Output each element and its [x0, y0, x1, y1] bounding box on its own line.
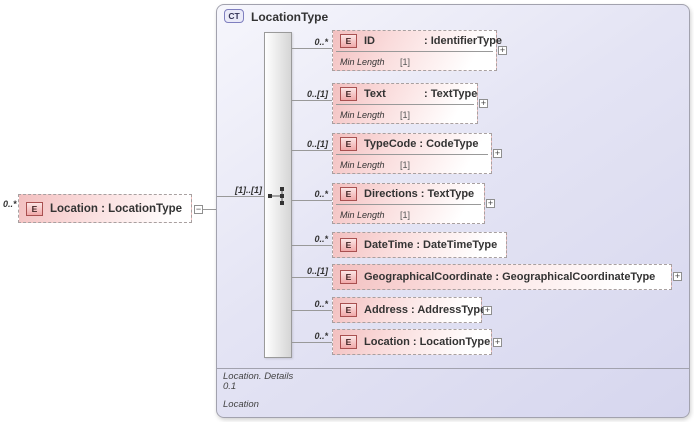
- sequence-connector-icon: [268, 187, 284, 205]
- element-badge-icon: E: [340, 335, 357, 349]
- source-element-label: Location : LocationType: [50, 202, 183, 215]
- element-type: : TextType: [420, 188, 475, 200]
- complextype-title: LocationType: [251, 10, 329, 24]
- element-type: : AddressType: [411, 304, 487, 316]
- element-badge-icon: E: [26, 201, 43, 216]
- footer-details-label: Location. Details: [223, 371, 294, 382]
- footer-divider: [217, 368, 689, 369]
- sequence-cardinality-label: [1]..[1]: [235, 185, 262, 195]
- connector-line: [217, 196, 265, 197]
- element-name: Text: [364, 88, 386, 100]
- cardinality-label: 0..*: [314, 331, 328, 341]
- element-type: : GeographicalCoordinateType: [495, 271, 656, 283]
- source-element-box[interactable]: E Location : LocationType: [18, 194, 192, 223]
- complextype-badge-icon: CT: [224, 9, 244, 23]
- facet-value: [1]: [399, 210, 410, 220]
- cardinality-label: 0..[1]: [306, 266, 328, 276]
- element-box-geographicalcoordinate[interactable]: E GeographicalCoordinate : GeographicalC…: [332, 264, 672, 290]
- element-name: Address: [364, 304, 409, 316]
- element-name: Location: [364, 336, 410, 348]
- element-badge-icon: E: [340, 270, 357, 284]
- footer-location-label: Location: [223, 399, 259, 410]
- facet-value: [1]: [399, 160, 410, 170]
- facet-row: Min Length [1]: [336, 154, 488, 171]
- element-type: : LocationType: [412, 336, 491, 348]
- cardinality-label: 0..*: [314, 299, 328, 309]
- facet-value: [1]: [399, 110, 410, 120]
- connector-line: [291, 100, 332, 101]
- expand-button[interactable]: +: [483, 305, 492, 315]
- footer-version-label: 0.1: [223, 381, 237, 392]
- element-badge-icon: E: [340, 187, 357, 201]
- element-box-id[interactable]: E ID : IdentifierType Min Length [1]: [332, 30, 502, 71]
- cardinality-label: 0..[1]: [306, 139, 328, 149]
- expand-button[interactable]: +: [493, 148, 502, 158]
- collapse-button[interactable]: −: [194, 204, 203, 214]
- connector-line: [291, 310, 332, 311]
- connector-line: [291, 245, 332, 246]
- facet-label: Min Length: [340, 110, 385, 120]
- cardinality-label: 0..[1]: [306, 89, 328, 99]
- connector-line: [291, 342, 332, 343]
- connector-line: [291, 48, 332, 49]
- cardinality-label: 0..*: [314, 234, 328, 244]
- element-badge-icon: E: [340, 303, 357, 317]
- element-badge-icon: E: [340, 238, 357, 252]
- source-cardinality-label: 0..*: [3, 199, 17, 209]
- facet-row: Min Length [1]: [336, 104, 474, 121]
- element-box-typecode[interactable]: E TypeCode : CodeType Min Length [1]: [332, 133, 492, 174]
- expand-button[interactable]: +: [486, 198, 495, 208]
- element-box-text[interactable]: E Text : TextType Min Length [1]: [332, 83, 478, 124]
- facet-label: Min Length: [340, 210, 385, 220]
- expand-button[interactable]: +: [493, 337, 502, 347]
- element-type: : IdentifierType: [424, 35, 503, 47]
- expand-button[interactable]: +: [498, 45, 507, 55]
- connector-line: [291, 150, 332, 151]
- connector-line: [203, 209, 216, 210]
- cardinality-label: 0..*: [314, 189, 328, 199]
- facet-label: Min Length: [340, 160, 385, 170]
- facet-label: Min Length: [340, 57, 385, 67]
- cardinality-label: 0..*: [314, 37, 328, 47]
- element-type: : DateTimeType: [416, 239, 498, 251]
- connector-line: [291, 200, 332, 201]
- element-name: ID: [364, 35, 375, 47]
- element-name: DateTime: [364, 239, 414, 251]
- element-name: Directions: [364, 188, 418, 200]
- connector-line: [291, 277, 332, 278]
- element-badge-icon: E: [340, 87, 357, 101]
- expand-button[interactable]: +: [479, 98, 488, 108]
- element-type: : CodeType: [419, 138, 479, 150]
- element-type: : TextType: [424, 88, 478, 100]
- facet-row: Min Length [1]: [336, 51, 493, 68]
- element-box-location[interactable]: E Location : LocationType: [332, 329, 492, 355]
- element-badge-icon: E: [340, 137, 357, 151]
- expand-button[interactable]: +: [673, 271, 682, 281]
- element-box-directions[interactable]: E Directions : TextType Min Length [1]: [332, 183, 485, 224]
- element-box-address[interactable]: E Address : AddressType: [332, 297, 486, 323]
- element-name: GeographicalCoordinate: [364, 271, 493, 283]
- element-box-datetime[interactable]: E DateTime : DateTimeType: [332, 232, 507, 258]
- facet-value: [1]: [399, 57, 410, 67]
- facet-row: Min Length [1]: [336, 204, 481, 221]
- element-badge-icon: E: [340, 34, 357, 48]
- element-name: TypeCode: [364, 138, 417, 150]
